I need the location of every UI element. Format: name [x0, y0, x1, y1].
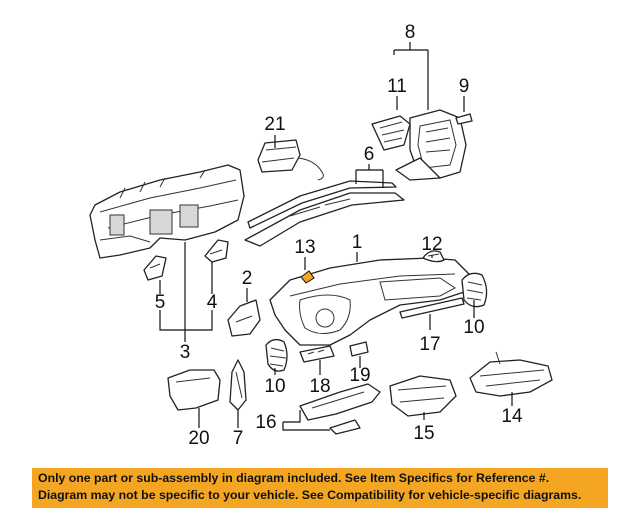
part-10-right-vent — [461, 272, 488, 308]
part-2-bracket — [227, 299, 261, 337]
part-9-clip — [455, 113, 473, 125]
callout-20: 20 — [188, 428, 209, 449]
callout-17: 17 — [419, 334, 440, 355]
callout-2: 2 — [242, 268, 253, 289]
part-21-airbag-module — [257, 139, 324, 181]
part-18-switch-panel — [299, 345, 335, 363]
callout-5: 5 — [155, 292, 166, 313]
callout-1: 1 — [352, 232, 363, 253]
callout-numbers: 8 11 9 21 6 13 1 12 2 5 4 3 10 17 10 18 … — [155, 22, 523, 449]
callout-13: 13 — [294, 237, 315, 258]
part-16-glove-box-door — [299, 383, 381, 435]
callout-21: 21 — [264, 114, 285, 135]
part-7-end-cap — [229, 359, 247, 411]
callout-15: 15 — [413, 423, 434, 444]
callout-16: 16 — [255, 412, 276, 433]
part-10-left-vent — [265, 338, 288, 372]
callout-8: 8 — [405, 22, 416, 43]
leader-lines — [159, 42, 513, 431]
part-1-instrument-panel — [269, 257, 471, 346]
part-17-trim-strip — [399, 297, 465, 319]
parts-diagram: 8 11 9 21 6 13 1 12 2 5 4 3 10 17 10 18 … — [89, 22, 553, 449]
callout-14: 14 — [501, 406, 523, 427]
callout-3: 3 — [180, 342, 191, 363]
notice-line-2: Diagram may not be specific to your vehi… — [38, 488, 582, 502]
part-12-small-vent — [422, 250, 445, 263]
callout-10-left: 10 — [264, 376, 285, 397]
part-8-center-bezel — [395, 109, 467, 181]
notice-banner: Only one part or sub-assembly in diagram… — [32, 468, 608, 508]
callout-9: 9 — [459, 76, 470, 97]
part-6-defroster-trim — [244, 180, 405, 247]
callout-12: 12 — [421, 234, 442, 255]
callout-7: 7 — [233, 428, 244, 449]
part-14-support — [469, 351, 553, 397]
part-3-carrier-frame — [89, 164, 245, 259]
part-20-cover — [167, 369, 221, 411]
part-4-bracket — [204, 239, 229, 263]
part-13-highlight — [300, 270, 315, 284]
callout-19: 19 — [349, 365, 370, 386]
callout-6: 6 — [364, 144, 375, 165]
part-19-small-bracket — [349, 341, 369, 357]
part-11-side-vent — [371, 115, 411, 151]
part-5-bracket — [143, 255, 167, 281]
callout-11: 11 — [387, 76, 407, 97]
part-15-glove-box-bin — [389, 375, 457, 417]
callout-18: 18 — [309, 376, 330, 397]
callout-10-right: 10 — [463, 317, 484, 338]
callout-4: 4 — [207, 292, 218, 313]
notice-line-1: Only one part or sub-assembly in diagram… — [38, 471, 550, 485]
